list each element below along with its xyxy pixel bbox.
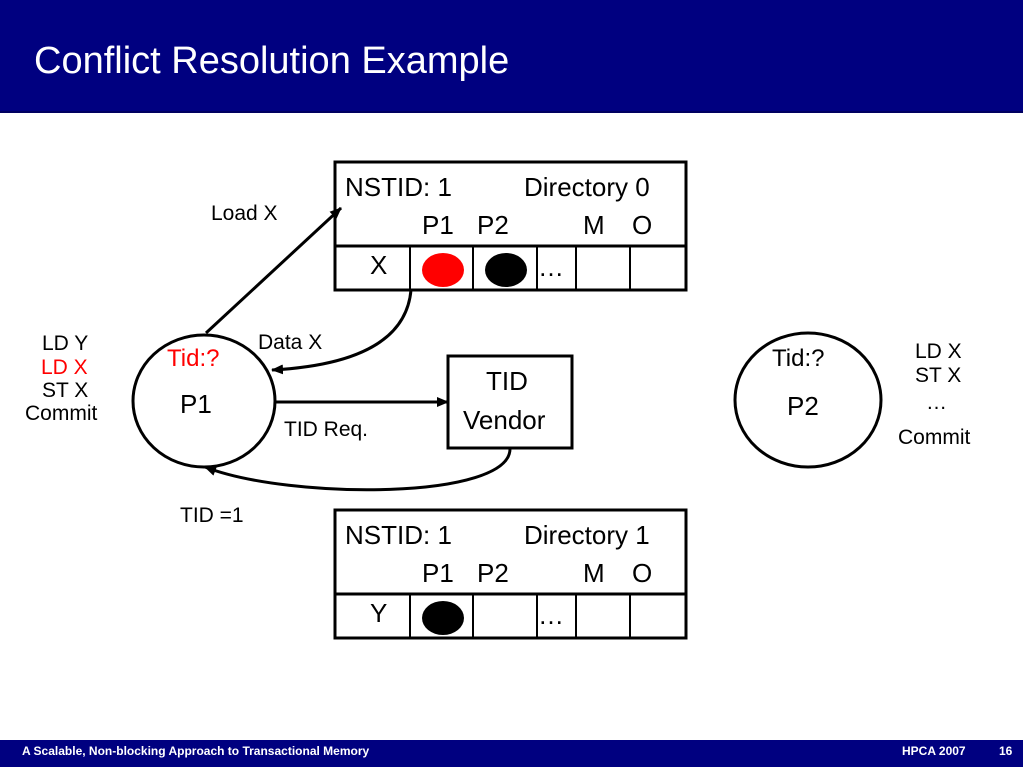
- dir1-header-o: O: [632, 558, 653, 588]
- p2-tid: Tid:?: [772, 345, 825, 372]
- dir0-header-p1: P1: [422, 210, 454, 240]
- dir0-name: Directory 0: [524, 172, 650, 202]
- data-x-label: Data X: [258, 331, 323, 354]
- footer-title: A Scalable, Non-blocking Approach to Tra…: [22, 744, 370, 758]
- dir0-nstid: NSTID: 1: [345, 172, 452, 202]
- vendor-label-line2: Vendor: [463, 405, 546, 435]
- dir0-ellipsis: …: [538, 252, 564, 282]
- dir0-row-label: X: [370, 250, 388, 280]
- p2-circle: [733, 331, 883, 469]
- dir1-row-label: Y: [370, 598, 388, 628]
- dir1-p1-mark: [422, 601, 464, 635]
- dir0-p1-mark: [422, 253, 464, 287]
- vendor-label-line1: TID: [486, 366, 528, 396]
- dir1-ellipsis: …: [538, 600, 564, 630]
- dir0-header-o: O: [632, 210, 653, 240]
- footer-page-number: 16: [999, 744, 1013, 758]
- p1-op-3: ST X: [42, 379, 89, 402]
- tid-response-arrow: [204, 447, 512, 492]
- tid-vendor-box: [446, 354, 574, 450]
- footer-conference: HPCA 2007: [902, 744, 966, 758]
- p1-op-1: LD Y: [42, 332, 89, 355]
- p2-op-2: ST X: [915, 364, 962, 387]
- dir1-nstid: NSTID: 1: [345, 520, 452, 550]
- p1-name: P1: [180, 389, 212, 419]
- p1-tid: Tid:?: [167, 345, 220, 372]
- tid-req-label: TID Req.: [284, 418, 369, 441]
- slide-title: Conflict Resolution Example: [34, 40, 510, 82]
- dir1-name: Directory 1: [524, 520, 650, 550]
- p2-name: P2: [787, 391, 819, 421]
- p1-op-2: LD X: [41, 356, 88, 379]
- dir1-header-p2: P2: [477, 558, 509, 588]
- dir0-header-p2: P2: [477, 210, 509, 240]
- dir0-header-m: M: [583, 210, 605, 240]
- data-x-arrow: [271, 289, 413, 375]
- load-x-arrow: [204, 206, 343, 335]
- directory-1-box: [333, 508, 688, 640]
- dir1-header-m: M: [583, 558, 605, 588]
- dir1-header-p1: P1: [422, 558, 454, 588]
- p2-op-3: …: [926, 391, 947, 414]
- tid-response-label: TID =1: [180, 504, 244, 527]
- slide-header: Conflict Resolution Example: [0, 0, 1023, 113]
- directory-0-box: [333, 160, 688, 292]
- p2-op-4: Commit: [898, 426, 971, 449]
- p1-op-4: Commit: [25, 402, 98, 425]
- dir0-p2-mark: [485, 253, 527, 287]
- slide-footer: A Scalable, Non-blocking Approach to Tra…: [0, 740, 1023, 767]
- p2-op-1: LD X: [915, 340, 962, 363]
- load-x-label: Load X: [211, 202, 278, 225]
